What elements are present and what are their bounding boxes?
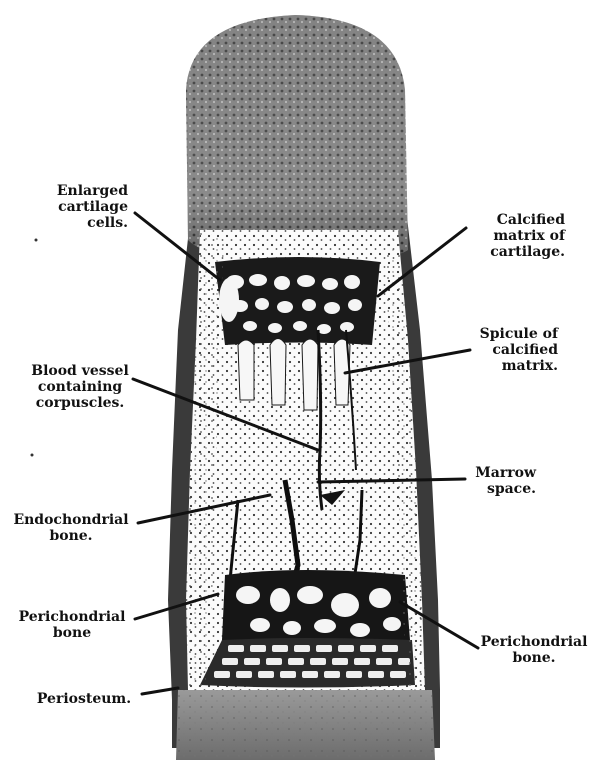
label-perichondrial-bone-left: Perichondrial bone — [10, 609, 134, 641]
label-spicule: Spicule of calcified matrix. — [470, 326, 558, 374]
label-periosteum: Periosteum. — [28, 691, 140, 707]
label-endochondrial-bone: Endochondrial bone. — [4, 512, 138, 544]
label-marrow-space: Marrow space. — [466, 465, 536, 497]
label-blood-vessel: Blood vessel containing corpuscles. — [20, 363, 140, 411]
label-calcified-matrix: Calcified matrix of cartilage. — [467, 212, 565, 260]
label-perichondrial-bone-right: Perichondrial bone. — [478, 634, 590, 666]
label-enlarged-cartilage-cells: Enlarged cartilage cells. — [30, 183, 128, 231]
